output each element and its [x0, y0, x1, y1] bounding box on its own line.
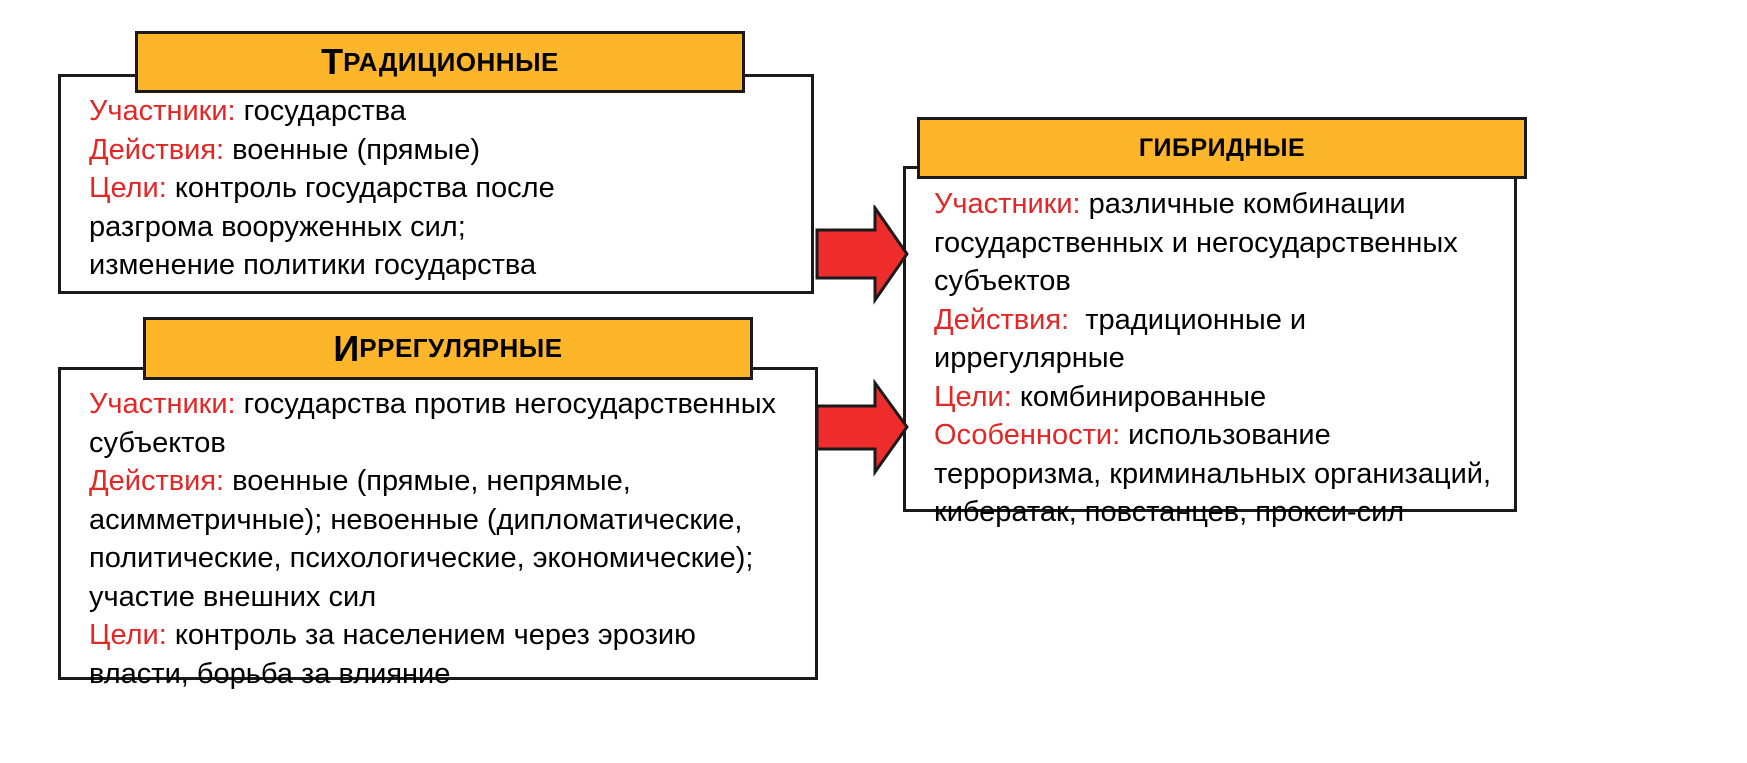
text-line: государственных и негосударственных — [934, 224, 1491, 263]
field-value: участие внешних сил — [89, 580, 377, 613]
text-line: субъектов — [934, 262, 1491, 301]
text-line: власти, борьба за влияние — [89, 655, 776, 694]
field-value: военные (прямые) — [224, 133, 481, 166]
arrow-traditional-to-hybrid — [815, 205, 909, 305]
arrow-shape-2 — [815, 379, 909, 477]
traditional-title-initial: Т — [321, 41, 344, 82]
text-line: терроризма, криминальных организаций, — [934, 455, 1491, 494]
field-value: изменение политики государства — [89, 249, 537, 281]
field-value: субъектов — [934, 265, 1071, 297]
field-label: Участники: — [934, 188, 1081, 220]
hybrid-header: ГИБРИДНЫЕ — [917, 117, 1527, 179]
field-label: Действия: — [934, 303, 1070, 336]
field-value: иррегулярные — [934, 342, 1125, 374]
irregular-title-rest: РРЕГУЛЯРНЫЕ — [359, 333, 563, 363]
field-value: кибератак, повстанцев, прокси-сил — [934, 496, 1405, 528]
irregular-title-initial: И — [333, 327, 360, 369]
text-line: Действия: традиционные и — [934, 301, 1491, 340]
field-label: Действия: — [89, 465, 225, 497]
text-line: Цели: контроль за населением через эрози… — [89, 616, 776, 655]
field-value: асимметричные); невоенные (дипломатическ… — [89, 503, 743, 536]
field-value: субъектов — [89, 426, 226, 459]
field-value: государства против негосударственных — [235, 388, 777, 420]
text-line: асимметричные); невоенные (дипломатическ… — [89, 501, 776, 540]
field-value: комбинированные — [1011, 380, 1267, 413]
field-label: Участники: — [89, 388, 236, 420]
field-value: власти, борьба за влияние — [89, 657, 451, 690]
field-label: Действия: — [89, 133, 225, 166]
text-line: иррегулярные — [934, 339, 1491, 378]
text-line: разгрома вооруженных сил; — [89, 208, 555, 247]
text-line: участие внешних сил — [89, 578, 776, 617]
arrow-irregular-to-hybrid — [815, 379, 909, 477]
field-label: Цели: — [934, 380, 1012, 413]
irregular-content: Участники: государства против негосударс… — [89, 385, 776, 693]
field-value: разгрома вооруженных сил; — [89, 210, 466, 243]
field-label: Цели: — [89, 172, 167, 204]
text-line: политические, психологические, экономиче… — [89, 539, 776, 578]
field-value: терроризма, криминальных организаций, — [934, 457, 1492, 490]
text-line: изменение политики государства — [89, 246, 555, 285]
field-value: традиционные и — [1069, 303, 1307, 336]
field-label: Цели: — [89, 619, 167, 651]
text-line: Действия: военные (прямые) — [89, 131, 555, 170]
irregular-box: Участники: государства против негосударс… — [58, 367, 818, 690]
text-line: Участники: государства — [89, 92, 555, 131]
arrow-shape-1 — [815, 205, 909, 305]
field-value: государственных и негосударственных — [934, 226, 1458, 259]
text-line: субъектов — [89, 424, 776, 463]
field-value: политические, психологические, экономиче… — [89, 542, 754, 574]
field-label: Участники: — [89, 95, 236, 127]
text-line: Особенности: использование — [934, 416, 1491, 455]
field-label: Особенности: — [934, 419, 1121, 451]
field-value: различные комбинации — [1080, 188, 1406, 220]
hybrid-title: ГИБРИДНЫЕ — [1138, 133, 1306, 162]
text-line: Действия: военные (прямые, непрямые, — [89, 462, 776, 501]
text-line: Цели: контроль государства после — [89, 169, 555, 208]
field-value: контроль государства после — [166, 172, 555, 204]
text-line: Цели: комбинированные — [934, 378, 1491, 417]
field-value: военные (прямые, непрямые, — [224, 465, 631, 497]
traditional-title-rest: РАДИЦИОННЫЕ — [343, 46, 559, 77]
text-line: кибератак, повстанцев, прокси-сил — [934, 493, 1491, 532]
field-value: контроль за населением через эрозию — [166, 619, 696, 651]
field-value: использование — [1120, 419, 1331, 451]
text-line: Участники: государства против негосударс… — [89, 385, 776, 424]
text-line: Участники: различные комбинации — [934, 185, 1491, 224]
field-value: государства — [235, 95, 406, 127]
